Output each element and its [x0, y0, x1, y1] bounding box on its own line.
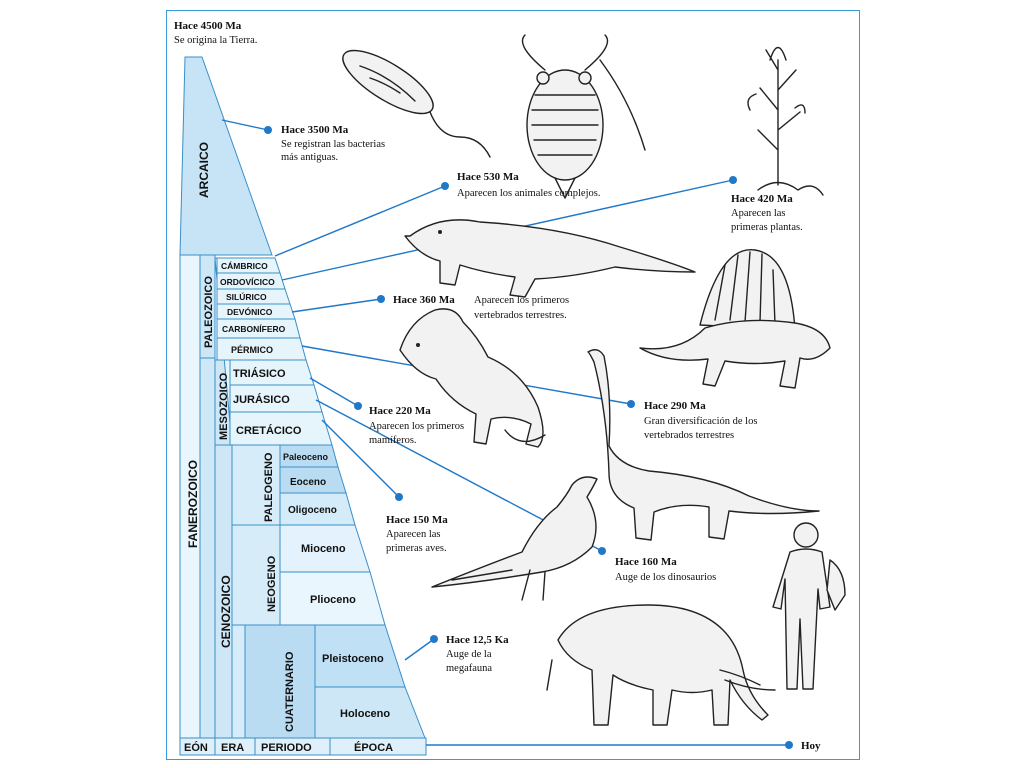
period-cuaternario-label: CUATERNARIO [284, 651, 296, 732]
era-paleozoico-cell [199, 254, 216, 359]
svg-text:Hace 3500 Ma: Hace 3500 Ma [281, 124, 349, 136]
connector-530 [274, 185, 446, 257]
annotation-420: Hace 420 Ma Aparecen las primeras planta… [731, 193, 803, 233]
period-permico-label: PÉRMICO [231, 345, 273, 355]
svg-text:Hace 150 Ma: Hace 150 Ma [386, 514, 448, 526]
dimetrodon-illustration [639, 249, 831, 389]
epoch-mioceno-label: Mioceno [301, 543, 346, 555]
human-illustration [772, 522, 846, 690]
megafauna-illustration [546, 604, 776, 726]
svg-text:vertebrados terrestres: vertebrados terrestres [644, 430, 734, 441]
dot-hoy [785, 741, 793, 749]
connector-150 [321, 419, 400, 498]
epoch-pleistoceno-label: Pleistoceno [322, 653, 384, 665]
svg-text:mamíferos.: mamíferos. [369, 435, 417, 446]
period-cambrico-label: CÁMBRICO [221, 261, 268, 271]
connector-3500 [221, 119, 269, 131]
epoch-holoceno-label: Holoceno [340, 708, 390, 720]
svg-text:Aparecen los animales complejo: Aparecen los animales complejos. [457, 188, 600, 199]
annotation-220: Hace 220 Ma Aparecen los primeros mamífe… [369, 405, 464, 446]
svg-text:Hace 420 Ma: Hace 420 Ma [731, 193, 793, 205]
connector-220 [309, 377, 359, 407]
period-jurasico-label: JURÁSICO [233, 393, 290, 406]
era-arcaico-cell [179, 56, 273, 256]
period-silurico-label: SILÚRICO [226, 291, 267, 302]
dot-290 [627, 400, 635, 408]
annotation-hoy: Hoy [801, 740, 821, 752]
svg-text:Hace 530 Ma: Hace 530 Ma [457, 171, 519, 183]
svg-text:más antiguas.: más antiguas. [281, 152, 338, 163]
svg-text:Auge de la: Auge de la [446, 649, 492, 660]
svg-text:primeras aves.: primeras aves. [386, 543, 447, 554]
svg-text:primeras plantas.: primeras plantas. [731, 222, 803, 233]
dot-12 [430, 635, 438, 643]
period-ordovicico-label: ORDOVÍCICO [220, 277, 275, 287]
svg-text:vertebrados terrestres.: vertebrados terrestres. [474, 310, 567, 321]
annotation-360: Hace 360 Ma Aparecen los primeros verteb… [393, 294, 569, 321]
dot-160 [598, 547, 606, 555]
svg-text:Hace 360 Ma: Hace 360 Ma [393, 294, 455, 306]
era-paleozoico-label: PALEOZOICO [203, 276, 215, 348]
tetrapod-illustration [404, 219, 696, 298]
svg-text:Aparecen los primeros: Aparecen los primeros [369, 421, 464, 432]
svg-text:Hace 220 Ma: Hace 220 Ma [369, 405, 431, 417]
svg-text:Hace 12,5 Ka: Hace 12,5 Ka [446, 634, 509, 646]
era-arcaico-label: ARCAICO [197, 142, 211, 198]
header-epoca: ÉPOCA [354, 741, 393, 754]
archaeopteryx-illustration [431, 476, 598, 601]
eon-fanerozoico-label: FANEROZOICO [186, 460, 200, 548]
connector-360 [291, 298, 382, 313]
svg-text:Se registran las bacterias: Se registran las bacterias [281, 139, 385, 150]
epoch-paleoceno-label: Paleoceno [283, 452, 329, 462]
svg-text:Aparecen los primeros: Aparecen los primeros [474, 295, 569, 306]
annotation-12: Hace 12,5 Ka Auge de la megafauna [446, 634, 509, 674]
period-neogeno-label: NEOGENO [266, 555, 278, 612]
dot-150 [395, 493, 403, 501]
era-mesozoico-label: MESOZOICO [218, 372, 230, 440]
epoch-oligoceno-label: Oligoceno [288, 505, 337, 516]
period-paleogeno-label: PALEOGENO [263, 452, 275, 522]
period-devonico-label: DEVÓNICO [227, 306, 273, 317]
epoch-plioceno-label: Plioceno [310, 594, 356, 606]
svg-text:Auge de los dinosaurios: Auge de los dinosaurios [615, 572, 716, 583]
period-filler [231, 624, 246, 739]
bacterium-illustration [342, 49, 491, 158]
svg-text:Aparecen las: Aparecen las [731, 208, 786, 219]
annotation-150: Hace 150 Ma Aparecen las primeras aves. [386, 514, 448, 554]
period-triasico-label: TRIÁSICO [233, 367, 286, 380]
header-periodo: PERIODO [261, 742, 312, 754]
svg-text:megafauna: megafauna [446, 663, 492, 674]
header-epoca-cell [329, 737, 427, 756]
connector-12 [404, 638, 435, 661]
annotation-160: Hace 160 Ma Auge de los dinosaurios [615, 556, 716, 583]
svg-text:Aparecen las: Aparecen las [386, 529, 441, 540]
svg-text:Gran diversificación de los: Gran diversificación de los [644, 416, 757, 427]
dot-530 [441, 182, 449, 190]
dot-420 [729, 176, 737, 184]
top-note-text: Se origina la Tierra. [174, 35, 257, 46]
sauropod-illustration [587, 349, 820, 541]
anomalocaris-illustration [521, 34, 646, 199]
period-cretacico-label: CRETÁCICO [236, 424, 302, 437]
annotation-530: Hace 530 Ma Aparecen los animales comple… [457, 171, 600, 199]
annotation-3500: Hace 3500 Ma Se registran las bacterias … [281, 124, 385, 163]
early-plant-illustration [747, 46, 824, 196]
dot-220 [354, 402, 362, 410]
svg-text:Hace 290 Ma: Hace 290 Ma [644, 400, 706, 412]
svg-text:Hace 160 Ma: Hace 160 Ma [615, 556, 677, 568]
period-carbonifero-label: CARBONÍFERO [222, 324, 286, 334]
era-cenozoico-label: CENOZOICO [219, 575, 233, 648]
annotation-290: Hace 290 Ma Gran diversificación de los … [644, 400, 757, 441]
header-eon: EÓN [184, 741, 208, 754]
epoch-eoceno-label: Eoceno [290, 477, 326, 488]
dot-360 [377, 295, 385, 303]
top-note-title: Hace 4500 Ma [174, 20, 242, 32]
header-era: ERA [221, 742, 244, 754]
early-mammal-illustration [399, 308, 546, 448]
dot-3500 [264, 126, 272, 134]
period-cuaternario-cell [244, 624, 316, 739]
diagram-frame [166, 10, 860, 760]
